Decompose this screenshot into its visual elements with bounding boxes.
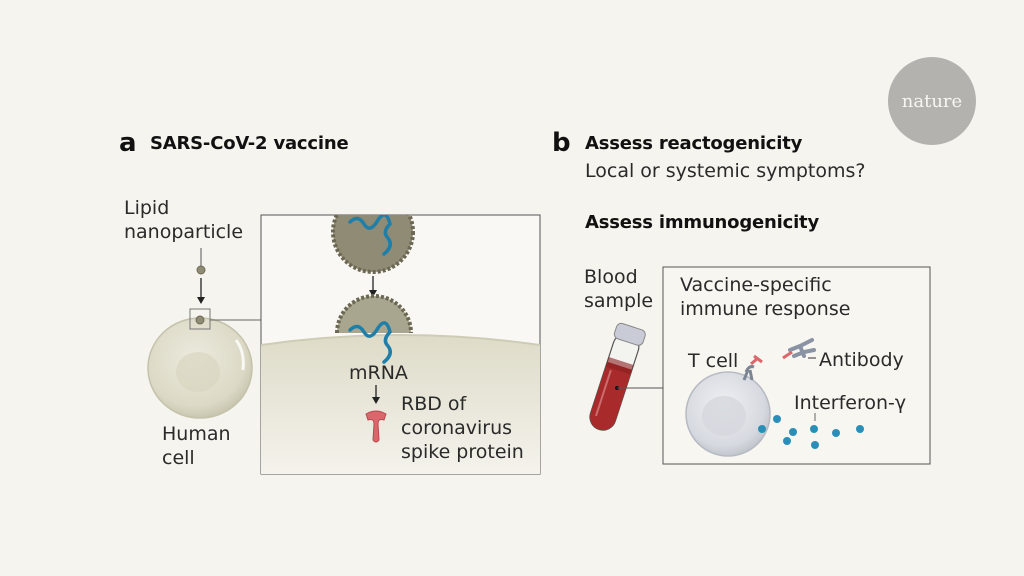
rbd-line3: spike protein xyxy=(401,441,524,463)
spike-protein-icon xyxy=(365,410,387,443)
box-title-line2: immune response xyxy=(680,298,851,320)
human-cell-icon xyxy=(147,317,253,419)
panel-a-letter: a xyxy=(119,128,137,158)
human-cell-line2: cell xyxy=(162,447,195,469)
panel-a-title: SARS-CoV-2 vaccine xyxy=(150,133,349,154)
fusing-nanoparticle-icon xyxy=(335,294,413,364)
reactogenicity-subtitle: Local or systemic symptoms? xyxy=(585,160,866,182)
t-cell-icon xyxy=(685,371,771,457)
interferon-gamma-label: Interferon-γ xyxy=(794,392,907,414)
rbd-line2: coronavirus xyxy=(401,417,513,439)
lipid-nanoparticle-label: Lipid nanoparticle xyxy=(124,196,243,244)
mrna-label: mRNA xyxy=(349,362,408,384)
rbd-line1: RBD of xyxy=(401,393,467,415)
cell-membrane xyxy=(261,335,540,474)
antibody-icon xyxy=(782,338,816,360)
lipid-label-line1: Lipid xyxy=(124,197,170,219)
t-cell-receptor-icon xyxy=(742,354,763,381)
mrna-strand-icon xyxy=(348,321,392,364)
antibody-label: Antibody xyxy=(819,349,904,371)
lipid-nanoparticle-small-icon xyxy=(196,265,206,275)
t-cell-label: T cell xyxy=(688,350,739,372)
immunogenicity-title: Assess immunogenicity xyxy=(585,212,819,233)
interferon-gamma-dots xyxy=(758,415,864,449)
lipid-nanoparticle-icon xyxy=(331,215,415,274)
immune-response-box-title: Vaccine-specific immune response xyxy=(680,273,850,321)
human-cell-label: Human cell xyxy=(162,422,231,470)
human-cell-line1: Human xyxy=(162,423,231,445)
nature-logo: nature xyxy=(888,57,976,145)
rbd-label: RBD of coronavirus spike protein xyxy=(401,392,524,464)
blood-line1: Blood xyxy=(584,266,638,288)
logo-text: nature xyxy=(901,90,963,112)
reactogenicity-title: Assess reactogenicity xyxy=(585,133,803,154)
zoom-box-marker xyxy=(189,308,211,330)
blood-line2: sample xyxy=(584,290,654,312)
lipid-label-line2: nanoparticle xyxy=(124,221,244,243)
panel-b-letter: b xyxy=(552,128,571,158)
blood-tube-icon xyxy=(589,322,646,431)
blood-sample-label: Blood sample xyxy=(584,265,653,313)
box-title-line1: Vaccine-specific xyxy=(680,274,832,296)
